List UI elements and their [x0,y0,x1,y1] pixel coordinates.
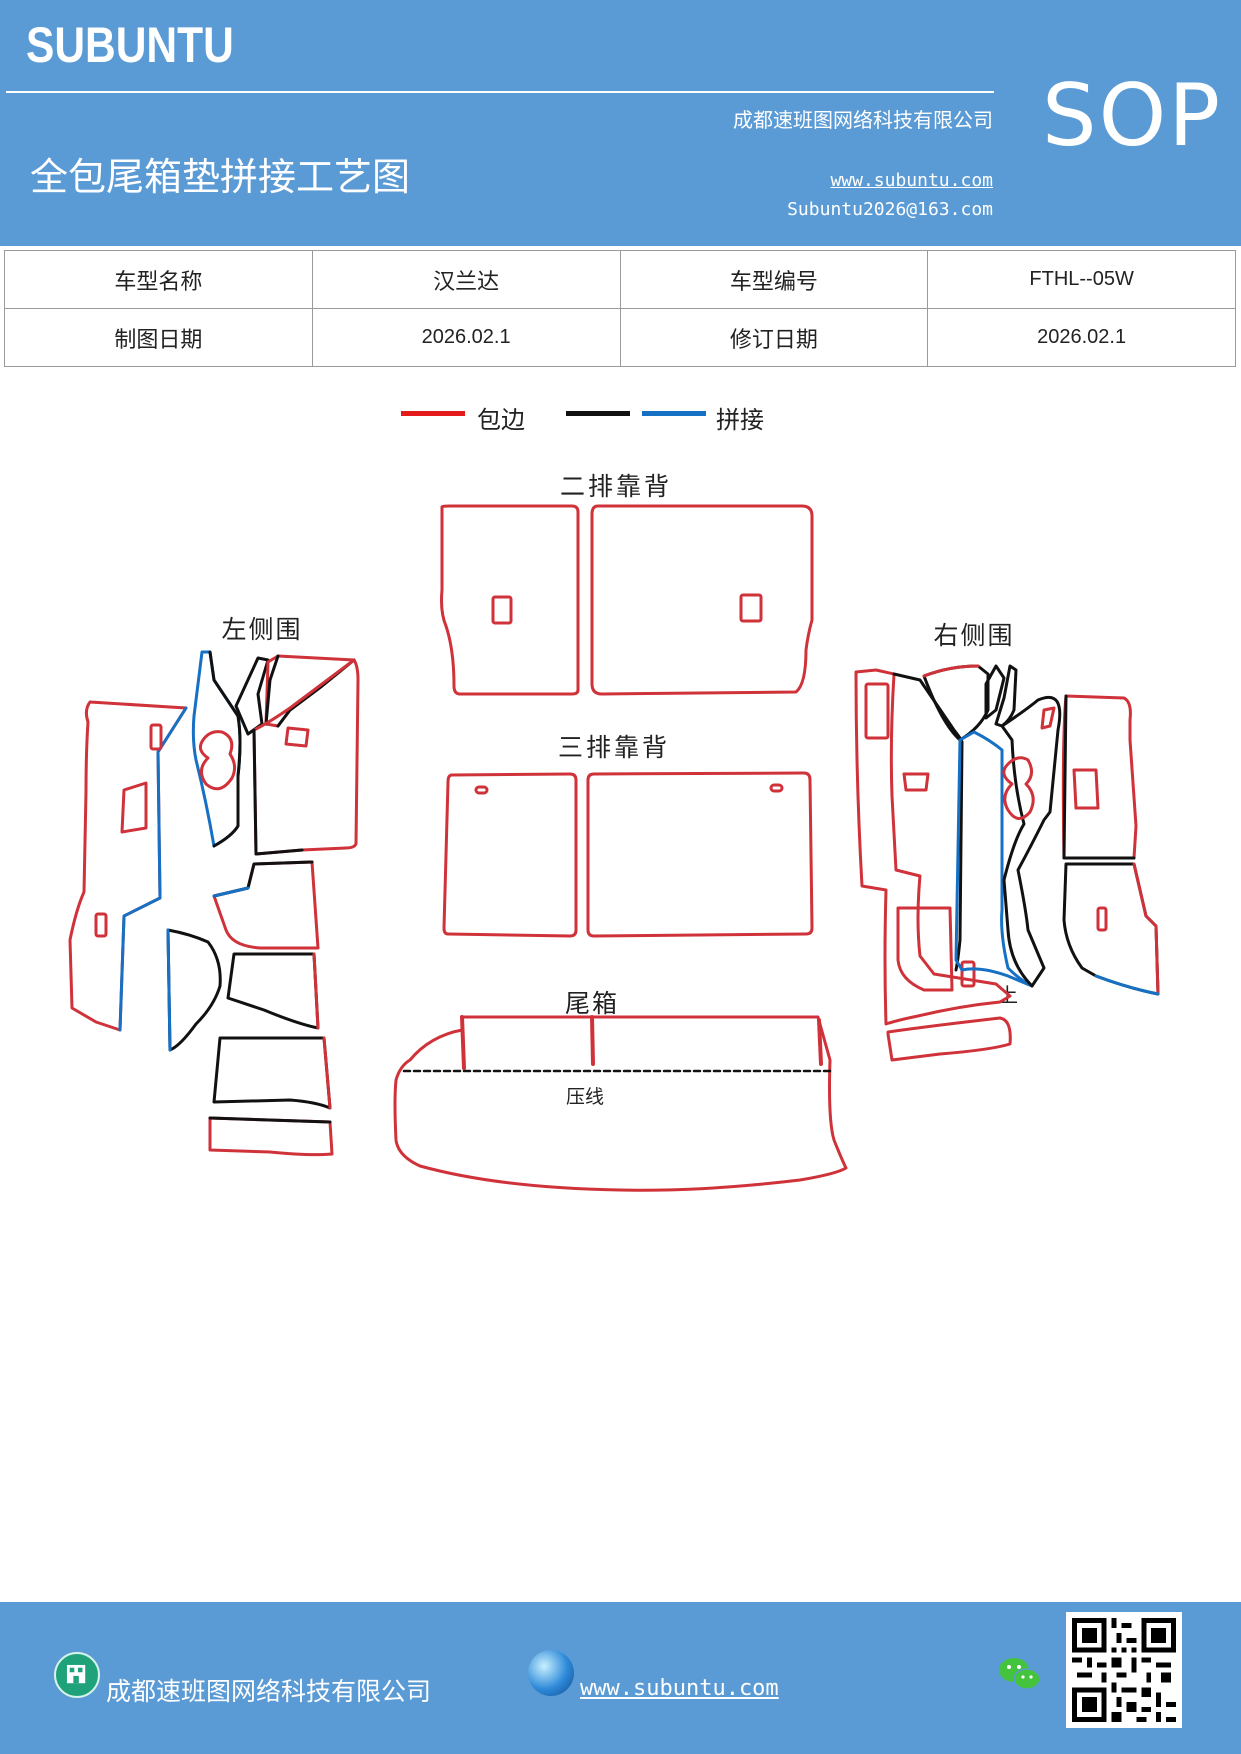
revise-date-value: 2026.02.1 [927,308,1236,367]
vehicle-info-table: 车型名称 汉兰达 车型编号 FTHL--05W 制图日期 2026.02.1 修… [4,250,1236,367]
label-trunk: 尾箱 [565,989,619,1018]
header-website-link[interactable]: www.subuntu.com [830,170,993,191]
label-crease: 压线 [566,1086,604,1108]
trunk-panel [393,1015,848,1192]
model-name-value: 汉兰达 [311,250,621,309]
label-left-side: 左侧围 [221,615,302,644]
label-second-row-back: 二排靠背 [560,472,672,501]
header-divider [6,91,994,93]
table-row: 制图日期 2026.02.1 修订日期 2026.02.1 [4,308,1236,367]
model-code-label: 车型编号 [619,250,929,309]
header-banner: SUBUNTU 成都速班图网络科技有限公司 SOP 全包尾箱垫拼接工艺图 www… [0,0,1241,246]
globe-icon [528,1650,574,1696]
trunk-mat-diagram: 二排靠背 三排靠背 左侧围 右侧围 尾箱 压线 上 [68,472,1160,1192]
legend-wrap-swatch [401,411,465,416]
draw-date-label: 制图日期 [4,308,313,367]
draw-date-value: 2026.02.1 [311,308,621,367]
label-third-row-back: 三排靠背 [558,733,670,762]
qr-code [1066,1612,1182,1728]
right-side-panels [854,664,1160,1062]
legend-black-swatch [566,411,630,416]
model-name-label: 车型名称 [4,250,313,309]
label-right-side: 右侧围 [933,621,1014,650]
footer-company-name: 成都速班图网络科技有限公司 [106,1677,432,1706]
building-icon [54,1652,100,1698]
legend-splice-label: 拼接 [716,406,764,434]
footer-banner: 成都速班图网络科技有限公司 www.subuntu.com [0,1602,1241,1754]
left-side-panels [68,650,360,1157]
model-code-value: FTHL--05W [927,250,1236,309]
document-title: 全包尾箱垫拼接工艺图 [30,155,411,199]
brand-logo: SUBUNTU [26,17,234,73]
third-row-back-panels [442,771,814,938]
table-row: 车型名称 汉兰达 车型编号 FTHL--05W [4,250,1236,309]
wechat-icon[interactable] [996,1654,1044,1696]
sop-label: SOP [1042,66,1223,166]
legend-splice-swatch [642,411,706,416]
legend-wrap-label: 包边 [477,406,525,434]
footer-website-link[interactable]: www.subuntu.com [580,1676,779,1701]
legend: 包边 拼接 [0,400,1241,440]
header-company-name: 成都速班图网络科技有限公司 [733,108,993,132]
header-email[interactable]: Subuntu2026@163.com [787,199,993,220]
revise-date-label: 修订日期 [619,308,929,367]
second-row-back-panels [440,504,814,696]
